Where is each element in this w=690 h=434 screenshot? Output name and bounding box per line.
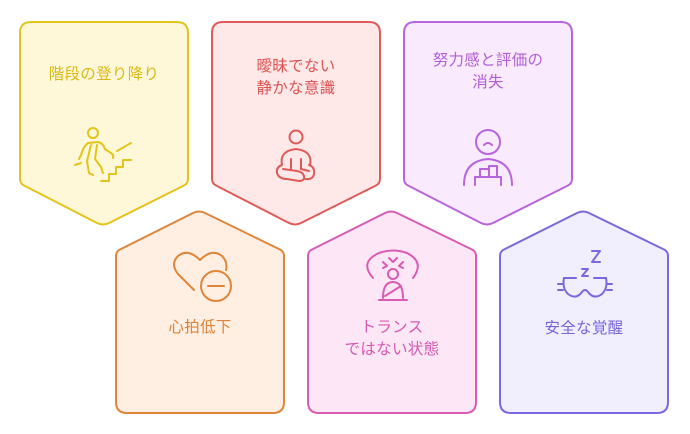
label-line: 心拍低下 [168,318,232,336]
label-line: 努力感と評価の [432,51,544,69]
card-shape-up [307,210,477,414]
card-label: 安全な覚醒 [499,317,669,339]
label-line: 階段の登り降り [48,65,160,83]
card-shape-up [115,210,285,414]
card-safe-awakening: 安全な覚醒 [499,210,669,415]
label-line: 安全な覚醒 [544,319,624,337]
card-label: 心拍低下 [115,316,285,338]
person-climbing-stairs-icon [73,125,137,189]
card-shape-up [499,210,669,414]
meditating-person-icon [273,129,319,193]
heart-minus-icon [170,248,234,312]
card-stairs: 階段の登り降り [19,21,189,227]
label-line: ではない状態 [344,340,440,358]
card-not-trance: トランス ではない状態 [307,210,477,415]
card-quiet-consciousness: 曖昧でない 静かな意識 [211,21,381,227]
card-label: トランス ではない状態 [307,316,477,360]
person-with-thought-bubble-icon [363,248,423,312]
label-line: 曖昧でない [256,57,336,75]
card-shape-down [19,21,189,226]
label-line: 消失 [472,73,504,91]
label-line: トランス [360,318,424,336]
card-label: 努力感と評価の 消失 [403,49,573,93]
card-heart-rate-decrease: 心拍低下 [115,210,285,415]
sleep-mask-zz-icon [554,248,618,312]
card-shape-down [403,21,573,226]
card-label: 曖昧でない 静かな意識 [211,55,381,99]
label-line: 静かな意識 [256,79,336,97]
card-label: 階段の登り降り [19,63,189,85]
person-with-boxes-icon [461,129,515,191]
card-effort-disappearance: 努力感と評価の 消失 [403,21,573,227]
card-shape-down [211,21,381,226]
